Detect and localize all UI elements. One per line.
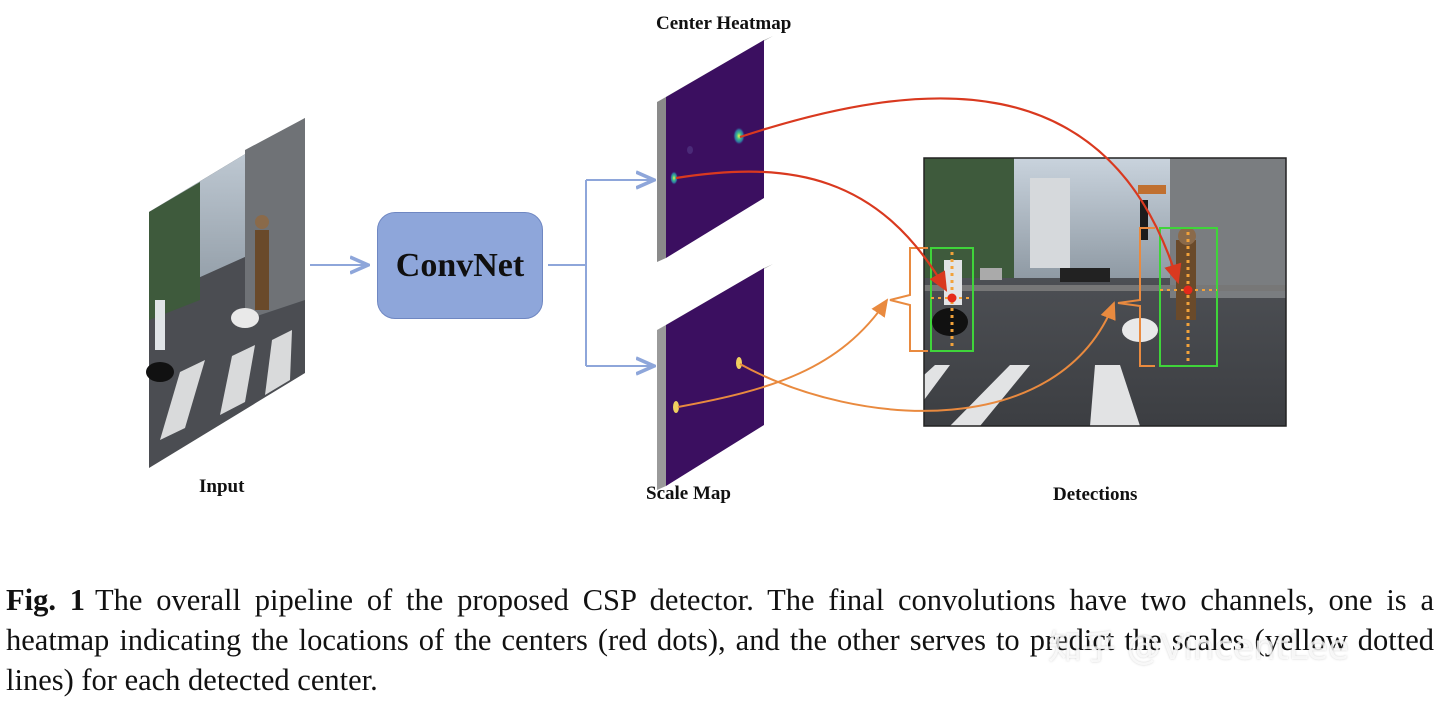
convnet-label: ConvNet — [395, 246, 525, 284]
detections-image — [923, 157, 1287, 427]
convnet-branch-arrows — [548, 180, 652, 366]
detection-box-left — [930, 247, 974, 352]
detections-label: Detections — [1053, 484, 1138, 505]
detection-box-right — [1159, 227, 1218, 367]
scale-map-plane — [657, 264, 773, 490]
center-dot-right — [1183, 285, 1193, 295]
center-dot-left — [947, 293, 957, 303]
convnet-block: ConvNet — [377, 212, 543, 319]
input-label: Input — [199, 476, 245, 497]
center-arrows — [675, 97, 1182, 292]
caption-text: The overall pipeline of the proposed CSP… — [6, 583, 1435, 697]
pipeline-figure: ConvNet Input Center Heatmap Scale Map D… — [146, 13, 1287, 505]
scale-braces — [889, 227, 1155, 367]
scale-map-label: Scale Map — [646, 483, 731, 504]
center-heatmap-label: Center Heatmap — [656, 13, 792, 34]
pipeline-diagram — [146, 36, 1287, 490]
scale-arrows — [677, 298, 1116, 412]
center-heatmap-plane — [657, 36, 773, 262]
input-image — [146, 118, 305, 468]
watermark: 知乎 @VincentLee — [1048, 628, 1349, 668]
caption-label: Fig. 1 — [6, 583, 86, 617]
